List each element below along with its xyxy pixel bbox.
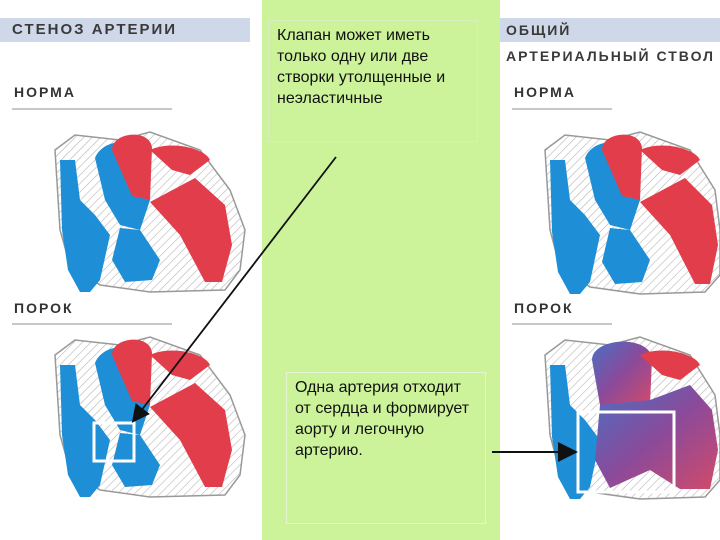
right-defect-heart	[544, 336, 720, 500]
left-defect-heart	[54, 336, 246, 498]
right-normal-heart	[544, 131, 720, 295]
left-normal-heart	[54, 131, 246, 293]
right-defect-divider	[512, 323, 612, 325]
right-normal-label: НОРМА	[514, 84, 576, 100]
right-panel-title-line2: АРТЕРИАЛЬНЫЙ СТВОЛ	[506, 48, 715, 64]
right-defect-label: ПОРОК	[514, 300, 574, 316]
left-defect-divider	[12, 323, 172, 325]
right-panel-title-line1: ОБЩИЙ	[500, 18, 720, 42]
left-defect-label: ПОРОК	[14, 300, 74, 316]
artery-note: Одна артерия отходит от сердца и формиру…	[286, 372, 486, 524]
left-panel-title: СТЕНОЗ АРТЕРИИ	[0, 18, 250, 42]
valve-arrow	[131, 156, 337, 423]
valve-note: Клапан может иметь только одну или две с…	[268, 20, 478, 142]
left-normal-divider	[12, 108, 172, 110]
right-normal-divider	[512, 108, 612, 110]
left-normal-label: НОРМА	[14, 84, 76, 100]
